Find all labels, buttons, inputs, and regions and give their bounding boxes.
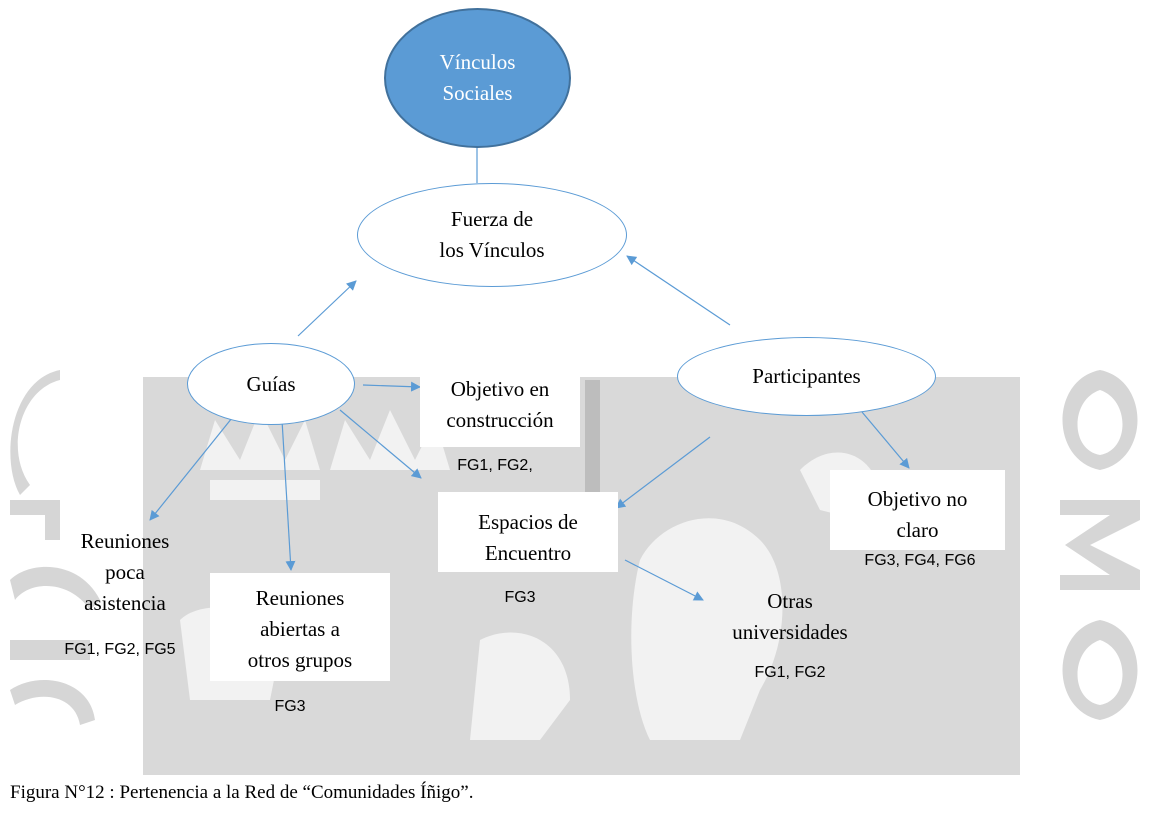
- arrow-guides-spaces: [339, 409, 422, 479]
- arrow-guides-low-attendance: [149, 417, 233, 521]
- node-low-attendance-line-1: Reuniones: [80, 529, 170, 553]
- goal-unclear-box: [830, 470, 1005, 550]
- code-open-meetings: FG3: [274, 698, 306, 715]
- goal-building-box: [420, 372, 580, 447]
- code-goal-building: FG1, FG2,: [457, 457, 533, 474]
- arrow-spaces-universities: [624, 559, 704, 601]
- node-other-universities-line-2: universidades: [732, 620, 848, 644]
- node-low-attendance-line-2: poca: [105, 560, 145, 584]
- node-goal-unclear: Objetivo no claro: [830, 484, 1005, 546]
- node-root-line-1: Vínculos: [439, 50, 516, 74]
- node-root: Vínculos Sociales: [384, 8, 571, 148]
- arrow-participants-goal-unclear: [861, 411, 910, 469]
- node-other-universities: Otras universidades: [700, 586, 880, 648]
- node-goal-building-line-1: Objetivo en: [450, 377, 550, 401]
- node-goal-building: Objetivo en construcción: [420, 374, 580, 436]
- node-participants-label: Participantes: [752, 364, 861, 388]
- node-open-meetings-line-2: abiertas a: [260, 617, 340, 641]
- node-meeting-spaces-line-2: Encuentro: [484, 541, 572, 565]
- arrow-guides-strength: [297, 280, 357, 337]
- node-strength-line-2: los Vínculos: [439, 238, 545, 262]
- node-goal-unclear-line-1: Objetivo no: [867, 487, 968, 511]
- node-open-meetings: Reuniones abiertas a otros grupos: [210, 583, 390, 676]
- watermark-letter-o2: [1062, 620, 1138, 720]
- arrow-guides-open-meetings: [281, 419, 296, 571]
- node-open-meetings-line-1: Reuniones: [255, 586, 345, 610]
- node-meeting-spaces: Espacios de Encuentro: [438, 507, 618, 569]
- arrow-participants-strength: [626, 255, 731, 326]
- watermark-crown: [200, 410, 320, 470]
- node-guides: Guías: [187, 343, 355, 425]
- node-goal-building-line-2: construcción: [446, 408, 554, 432]
- node-root-line-2: Sociales: [442, 81, 513, 105]
- meeting-spaces-box: [438, 492, 618, 572]
- connectors: [149, 146, 910, 601]
- node-strength: Fuerza de los Vínculos: [357, 183, 627, 287]
- node-low-attendance: Reuniones poca asistencia: [40, 526, 210, 619]
- node-other-universities-line-1: Otras: [767, 589, 813, 613]
- node-goal-unclear-line-2: claro: [896, 518, 939, 542]
- watermark-letter-o: [1062, 370, 1138, 470]
- code-other-universities: FG1, FG2: [754, 664, 826, 681]
- node-strength-line-1: Fuerza de: [450, 207, 534, 231]
- node-participants: Participantes: [677, 337, 936, 416]
- node-meeting-spaces-line-1: Espacios de: [478, 510, 578, 534]
- node-guides-label: Guías: [246, 371, 296, 396]
- watermark-letter-g: [10, 370, 61, 495]
- watermark-wolf: [631, 518, 783, 740]
- code-low-attendance: FG1, FG2, FG5: [64, 641, 176, 658]
- arrow-participants-spaces: [615, 436, 711, 509]
- code-goal-unclear: FG3, FG4, FG6: [864, 552, 976, 569]
- node-open-meetings-line-3: otros grupos: [247, 648, 353, 672]
- code-meeting-spaces: FG3: [504, 589, 536, 606]
- watermark-letter-m: [1060, 500, 1140, 590]
- node-low-attendance-line-3: asistencia: [84, 591, 166, 615]
- arrow-guides-goal: [362, 381, 421, 392]
- figure-caption: Figura N°12 : Pertenencia a la Red de “C…: [10, 782, 474, 803]
- open-meetings-box: [210, 573, 390, 681]
